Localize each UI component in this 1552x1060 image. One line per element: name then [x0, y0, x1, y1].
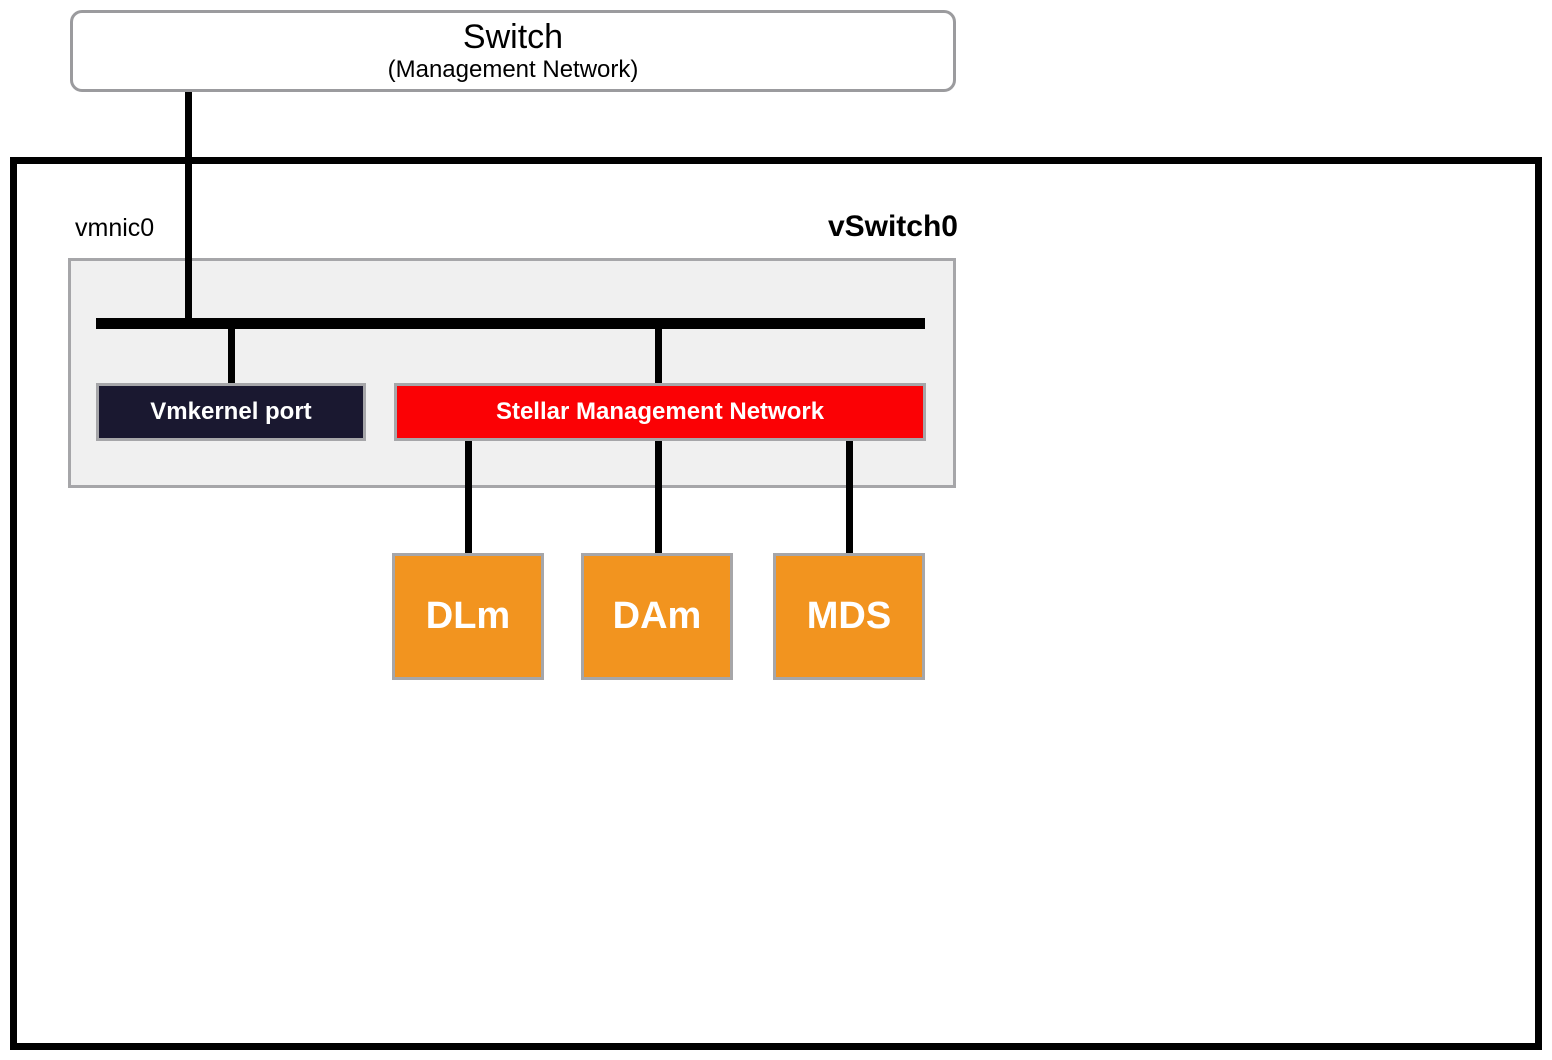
connector-stellar-to-mds [846, 441, 853, 555]
connector-bus-to-vmkernel-port [228, 328, 235, 384]
vswitch-bus-line [96, 318, 925, 329]
vmnic0-label: vmnic0 [75, 214, 155, 242]
vm-box-mds: MDS [773, 553, 925, 680]
physical-switch-subtitle: (Management Network) [387, 56, 639, 83]
vm-box-dlm: DLm [392, 553, 544, 680]
vswitch0-panel [68, 258, 956, 488]
vswitch0-label: vSwitch0 [827, 210, 958, 243]
vm-box-dam: DAm [581, 553, 733, 680]
physical-switch-title: Switch [462, 18, 564, 56]
connector-stellar-to-dlm [465, 441, 472, 555]
port-group-vmkernel: Vmkernel port [96, 383, 366, 441]
physical-switch-box: Switch (Management Network) [70, 10, 956, 92]
connector-vmnic0-to-bus [185, 92, 192, 329]
connector-bus-to-stellar-network [655, 328, 662, 384]
connector-stellar-to-dam [655, 441, 662, 555]
port-group-stellar-management-network: Stellar Management Network [394, 383, 926, 441]
